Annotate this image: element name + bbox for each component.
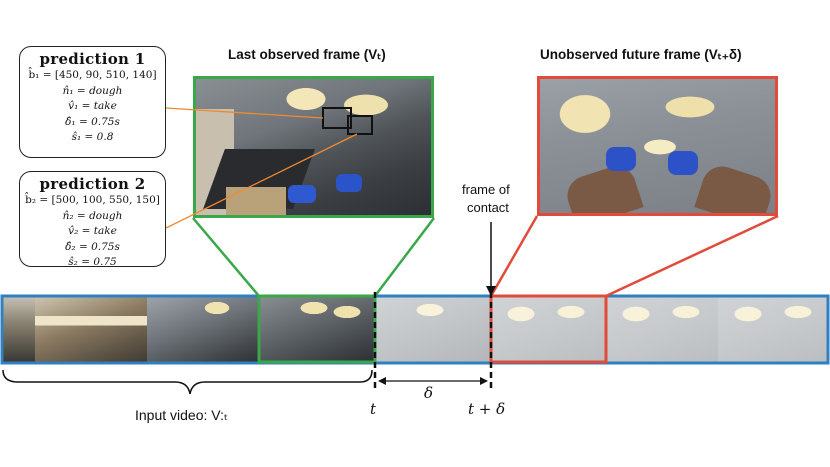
unobserved-future-frame-image — [537, 76, 778, 216]
prediction-box-2: prediction 2 b̂₂ = [500, 100, 550, 150] … — [19, 171, 166, 268]
prediction-2-bbox: b̂₂ = [500, 100, 550, 150] — [25, 194, 160, 206]
connector-prediction-2 — [165, 133, 358, 229]
prediction-2-verb: v̂₂ = take — [68, 225, 117, 237]
video-frame-2 — [35, 296, 147, 362]
prediction-1-delta: δ̂₁ = 0.75s — [65, 115, 120, 128]
last-observed-frame-image — [193, 76, 434, 218]
unobserved-future-frame-header: Unobserved future frame (Vₜ₊δ) — [540, 47, 742, 62]
prediction-1-title: prediction 1 — [39, 50, 146, 68]
video-frame-3 — [147, 296, 259, 362]
last-observed-strip-highlight — [257, 294, 377, 364]
input-video-label: Input video: V:ₜ — [135, 407, 229, 423]
zoom-line-red-left — [489, 215, 539, 297]
connector-prediction-1 — [165, 107, 324, 119]
predicted-bbox-2 — [347, 115, 373, 135]
zoom-line-red-right — [605, 214, 779, 298]
video-frame-4-last-observed — [259, 296, 375, 362]
zoom-line-green-left — [192, 217, 260, 297]
prediction-1-noun: n̂₁ = dough — [62, 84, 123, 97]
last-observed-frame-header: Last observed frame (Vₜ) — [228, 47, 386, 62]
frame-of-contact-label-line2: contact — [467, 200, 509, 215]
prediction-2-title: prediction 2 — [39, 175, 146, 193]
video-strip-border — [0, 294, 830, 365]
video-frame-5-future — [375, 296, 491, 362]
future-strip-highlight — [489, 294, 608, 364]
prediction-2-noun: n̂₂ = dough — [62, 209, 123, 222]
prediction-2-delta: δ̂₂ = 0.75s — [65, 240, 120, 253]
prediction-box-1: prediction 1 b̂₁ = [450, 90, 510, 140] n… — [19, 46, 166, 158]
prediction-1-score: ŝ₁ = 0.8 — [71, 131, 114, 143]
delta-label: δ — [424, 384, 434, 402]
delta-arrowhead-left — [378, 377, 386, 385]
zoom-line-green-right — [374, 217, 435, 297]
prediction-1-bbox: b̂₁ = [450, 90, 510, 140] — [28, 69, 157, 81]
time-t-label: t — [370, 400, 377, 418]
video-frame-8-future — [718, 296, 827, 362]
prediction-2-score: ŝ₂ = 0.75 — [68, 256, 117, 268]
time-t-plus-delta-label: t + δ — [468, 400, 506, 418]
frame-of-contact-label-line1: frame of — [462, 182, 510, 197]
delta-arrowhead-right — [480, 377, 488, 385]
video-frame-7-future — [606, 296, 718, 362]
video-frame-6-future-contact — [491, 296, 606, 362]
prediction-1-verb: v̂₁ = take — [68, 100, 117, 112]
frame-of-contact-arrowhead — [486, 286, 496, 296]
video-frame-1 — [3, 296, 35, 362]
predicted-bbox-1 — [322, 107, 352, 129]
input-video-brace — [2, 369, 373, 395]
